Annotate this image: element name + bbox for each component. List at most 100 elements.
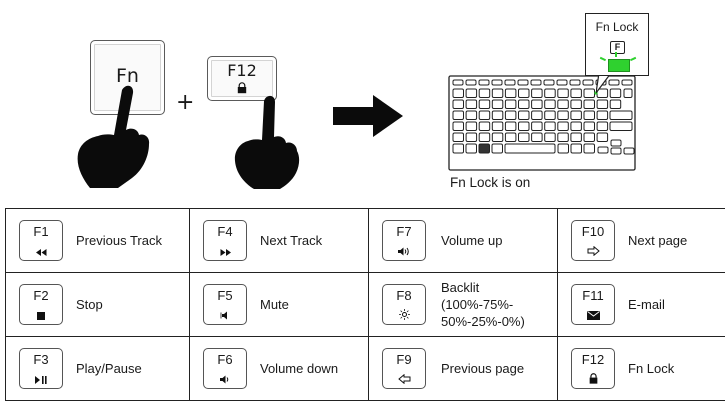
function-key-description: Next Track [260,233,323,248]
keyboard-key [596,132,609,142]
backlit-levels-line1: (100%-75%- [441,297,514,312]
function-key-cell: F12 Fn Lock [557,336,725,401]
fn-lock-icon [237,82,247,94]
f6-key[interactable]: F6 [203,348,247,389]
next-track-icon [204,243,246,261]
keyboard-key [465,132,478,142]
volume-down-icon [204,371,246,389]
f12-key[interactable]: F12 [207,56,277,101]
keyboard-key [544,121,556,131]
keyboard-key [583,88,595,98]
keyboard-key [556,79,568,86]
keyboard-key [504,88,517,98]
keyboard-key [530,79,542,86]
keyboard-key [452,79,464,86]
keyboard-key [543,79,555,86]
keyboard-key [583,143,595,154]
f5-key[interactable]: F5 [203,284,247,325]
fn-lock-indicator [608,59,630,72]
fn-lock-callout: Fn Lock F [585,13,649,76]
keyboard-key [465,110,478,120]
keyboard-key [570,121,582,131]
keyboard-key [504,121,517,131]
f9-key[interactable]: F9 [382,348,426,389]
function-key-description: Fn Lock [628,361,675,376]
keyboard-key [544,110,556,120]
f12-key[interactable]: F12 [571,348,615,389]
f3-key[interactable]: F3 [19,348,63,389]
function-key-label: F2 [33,288,49,303]
fn-lock-status-caption: Fn Lock is on [450,175,531,190]
keyboard-key [478,79,490,86]
keyboard-key [610,139,622,147]
plus-sign: + [176,90,195,115]
keyboard-key [465,99,478,109]
keyboard-key [504,132,517,142]
keyboard-key [491,132,504,142]
keyboard-key [544,88,556,98]
f2-key[interactable]: F2 [19,284,63,325]
keyboard-spacebar [504,143,556,154]
keyboard-key [596,110,609,120]
f4-key[interactable]: F4 [203,220,247,261]
f10-key[interactable]: F10 [571,220,615,261]
keyboard-key [465,121,478,131]
function-key-description: Volume down [260,361,339,376]
function-key-cell: F6 Volume down [189,336,369,401]
keyboard-key [570,99,582,109]
keyboard-key [518,88,530,98]
f11-key[interactable]: F11 [571,284,615,325]
keyboard-key [583,110,595,120]
keyboard-key [557,132,569,142]
keyboard-key [478,143,490,154]
keyboard-key [452,132,464,142]
keyboard-key [517,79,529,86]
function-key-label: F5 [217,288,233,303]
backlit-levels-line2: 50%-25%-0%) [441,314,525,329]
keyboard-key [570,143,582,154]
backlight-icon [383,307,425,325]
function-key-label: F11 [582,288,604,303]
pointing-hand-icon [77,85,150,188]
keyboard-key [583,121,595,131]
indicator-glow [629,56,637,61]
keyboard-key [544,99,556,109]
stop-icon [20,307,62,325]
keyboard-key [582,79,594,86]
keyboard-key [557,99,569,109]
keyboard-key [531,99,543,109]
keyboard-key [596,99,609,109]
keyboard-key [478,132,491,142]
keyboard-key [452,99,464,109]
keyboard-key [610,147,622,155]
keyboard-key [452,88,464,98]
keyboard-key [570,110,582,120]
email-icon [572,307,614,325]
f7-key[interactable]: F7 [382,220,426,261]
keyboard-key [531,121,543,131]
f8-key[interactable]: F8 [382,284,426,325]
f1-key[interactable]: F1 [19,220,63,261]
mute-icon [204,307,246,325]
keyboard-key [491,143,503,154]
function-key-description: Previous page [441,361,525,376]
keyboard-key [531,88,543,98]
callout-key: F [610,41,625,54]
keyboard-key [518,99,530,109]
keyboard-key [518,132,530,142]
keyboard-illustration [448,75,636,171]
function-key-label: F8 [396,288,412,303]
keyboard-key [478,110,491,120]
function-key-label: F7 [396,224,412,239]
keyboard-key [491,99,504,109]
keyboard-key [452,121,464,131]
